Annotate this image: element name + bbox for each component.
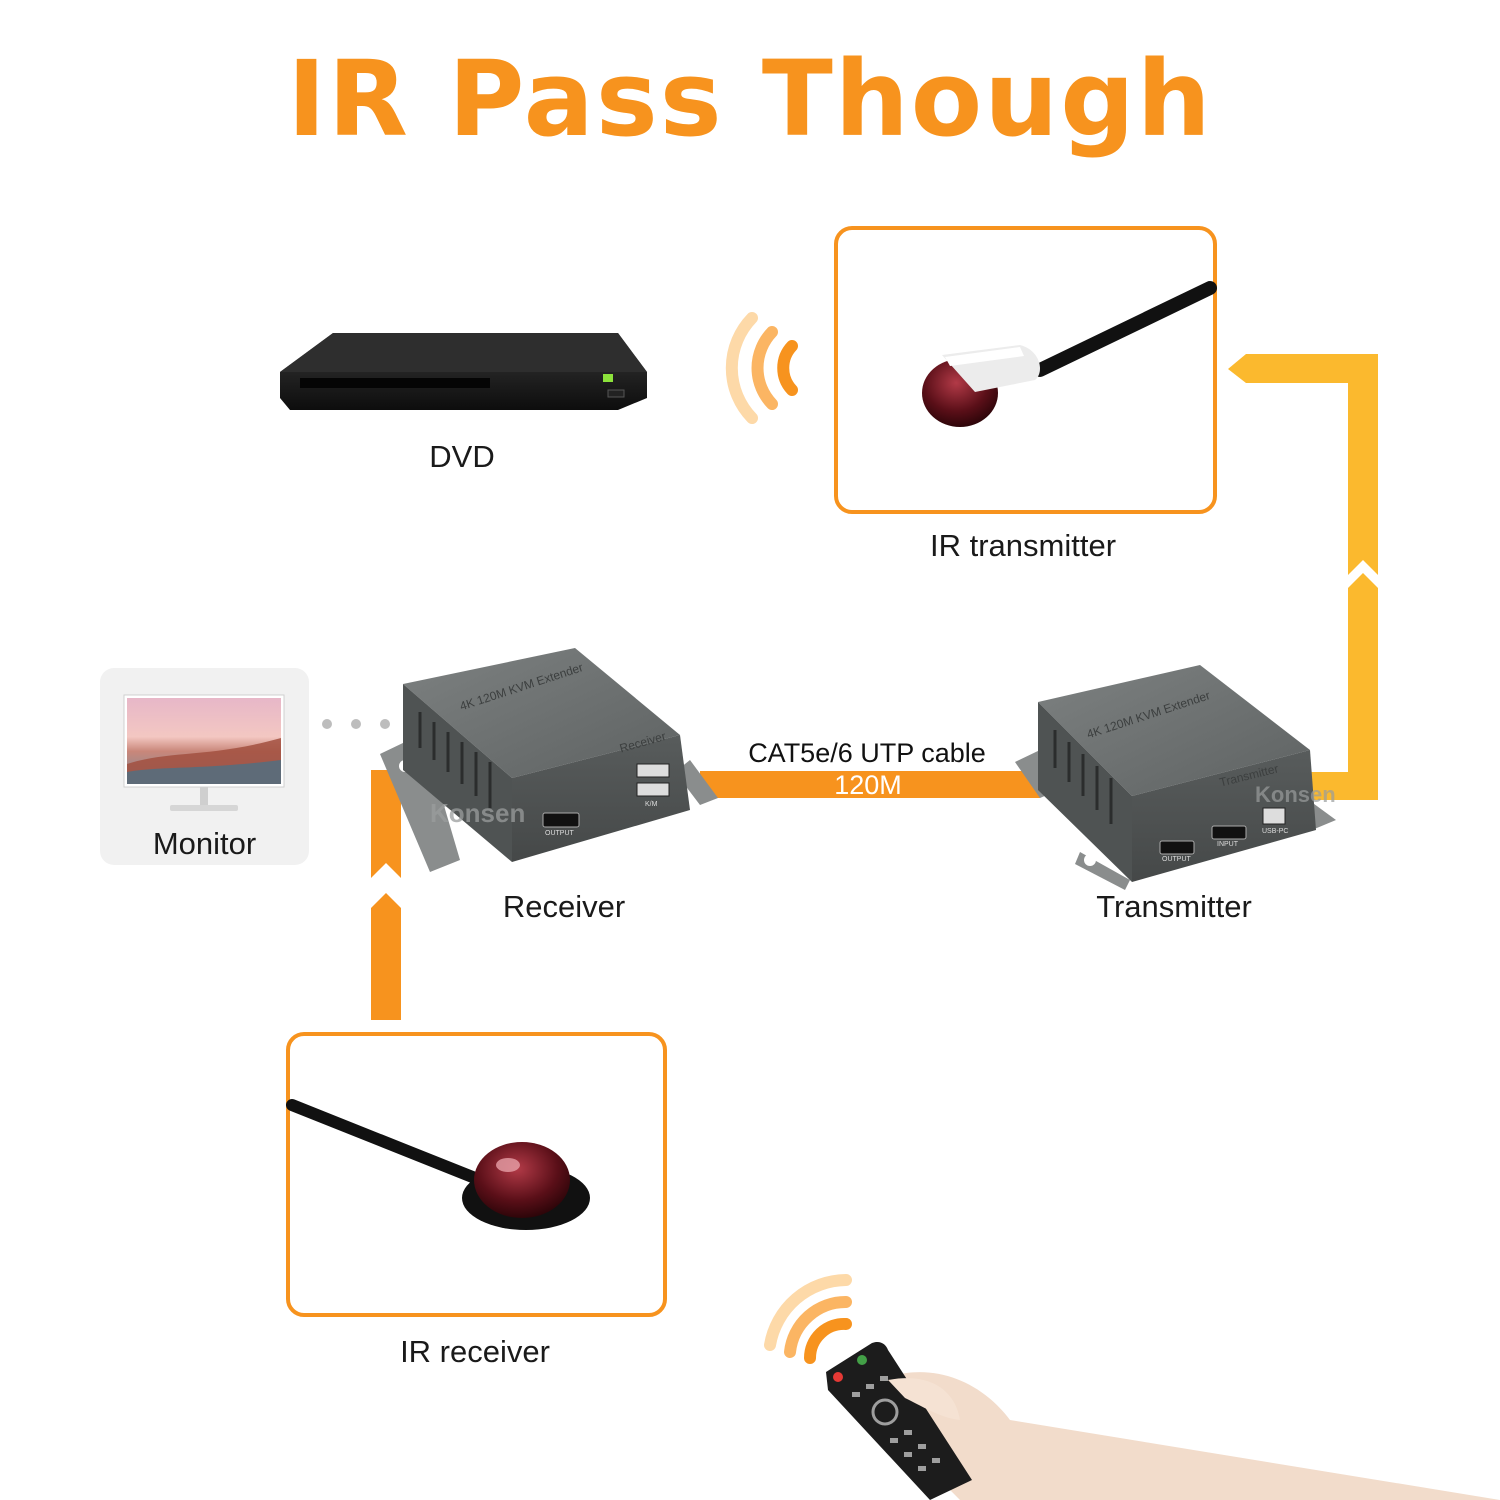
ir-receiver-frame <box>286 1032 667 1317</box>
connection-dots <box>322 719 390 729</box>
transmitter-box-icon <box>1015 665 1336 890</box>
remote-control-icon <box>826 1341 1500 1500</box>
receiver-port-output: OUTPUT <box>545 830 574 837</box>
dvd-label: DVD <box>429 439 495 474</box>
ir-wave-dvd-icon <box>725 312 798 424</box>
page-title: IR Pass Though <box>287 38 1213 160</box>
monitor-card <box>100 668 309 865</box>
receiver-brand-watermark: Konsen <box>430 798 526 828</box>
ir-wave-remote-icon <box>764 1274 852 1364</box>
ir-transmitter-label: IR transmitter <box>929 528 1117 563</box>
receiver-label: Receiver <box>502 889 626 924</box>
transmitter-label: Transmitter <box>1096 889 1252 924</box>
ir-transmitter-frame <box>834 226 1217 514</box>
monitor-label: Monitor <box>152 826 257 861</box>
monitor-icon <box>123 694 285 811</box>
cable-distance-label: 120M <box>834 770 902 800</box>
dvd-player-icon <box>280 333 647 410</box>
ir-receiver-label: IR receiver <box>400 1334 550 1369</box>
transmitter-port-input: INPUT <box>1217 841 1238 848</box>
cable-type-label: CAT5e/6 UTP cable <box>748 738 986 768</box>
transmitter-port-usb: USB-PC <box>1262 828 1289 835</box>
receiver-box-icon <box>380 648 718 872</box>
transmitter-port-output: OUTPUT <box>1162 856 1191 863</box>
receiver-port-km: K/M <box>645 801 658 808</box>
transmitter-brand-watermark: Konsen <box>1255 782 1336 807</box>
yellow-signal-path <box>1228 354 1378 800</box>
